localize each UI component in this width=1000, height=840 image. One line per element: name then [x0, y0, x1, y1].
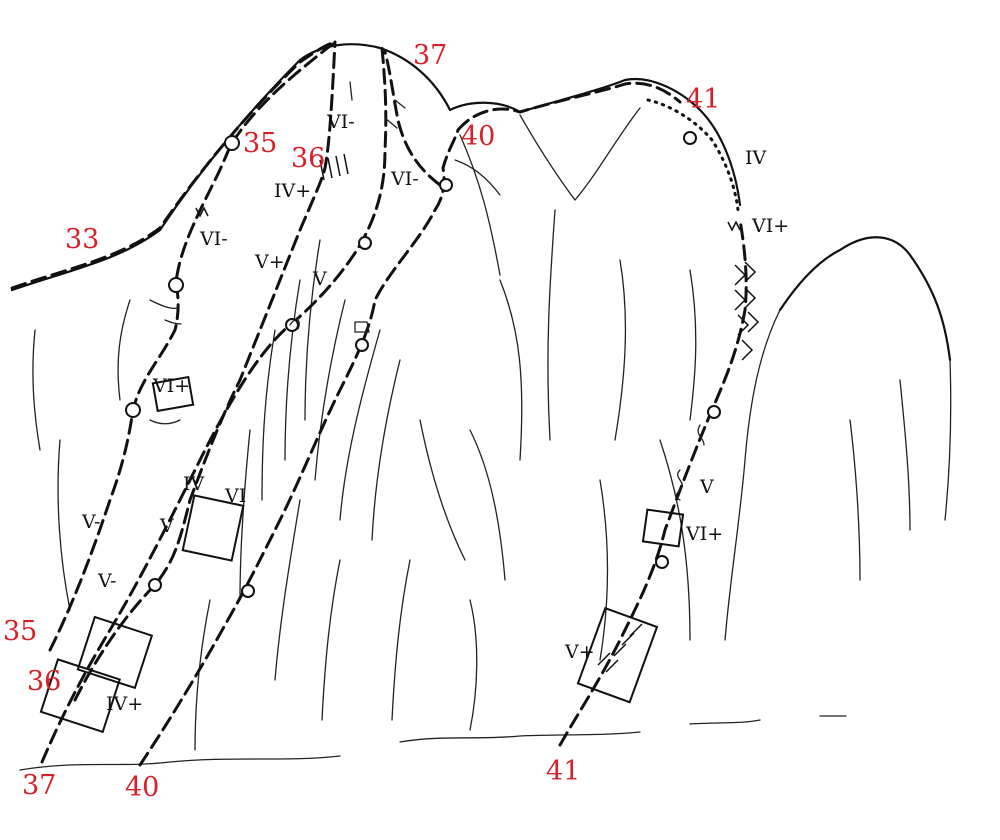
belay-station [355, 338, 369, 352]
belay-station [241, 584, 255, 598]
grade-label: VI+ [685, 523, 723, 545]
route-numbers: 33 35 36 37 40 41 35 36 37 40 41 [3, 40, 720, 803]
route-number-35-top: 35 [243, 128, 277, 159]
route-lines [10, 40, 748, 767]
rock-features [149, 81, 760, 673]
grade-label: VI- [199, 228, 228, 250]
crux-box [181, 494, 245, 562]
route-number-36-top: 36 [291, 143, 325, 174]
route-number-40-top: 40 [461, 121, 495, 152]
crux-box [76, 615, 154, 690]
grade-label: IV+ [274, 180, 311, 202]
route-33-line [10, 40, 337, 290]
route-number-35-base: 35 [3, 616, 37, 647]
route-41-dotted-top [646, 98, 740, 212]
grade-label: V [699, 476, 714, 498]
belay-station [707, 405, 721, 419]
route-number-37-top: 37 [413, 40, 447, 71]
belay-station [358, 236, 372, 250]
crux-box [151, 375, 195, 413]
route-number-33: 33 [65, 224, 99, 255]
belay-station [125, 402, 141, 418]
ground-line [19, 715, 847, 771]
grade-label: IV+ [106, 693, 143, 715]
route-37-line [40, 46, 388, 764]
rock-outline [10, 43, 952, 771]
belay-station [224, 135, 240, 151]
route-number-40-base: 40 [125, 772, 159, 803]
grade-label: V- [81, 511, 100, 533]
crux-box [39, 658, 121, 734]
grade-label: IV [183, 473, 205, 495]
main-buttress-outline [10, 43, 742, 292]
route-35-line [48, 40, 337, 652]
route-36-line [73, 40, 337, 702]
right-tower-outline [778, 236, 952, 362]
grade-label: V+ [254, 251, 285, 273]
grade-label: VI- [390, 168, 419, 190]
belay-station [439, 178, 453, 192]
route-number-36-base: 36 [27, 666, 61, 697]
grade-label: VI+ [751, 215, 789, 237]
belay-station [148, 578, 162, 592]
grade-label: V [159, 515, 174, 537]
grade-labels: VI- VI- IV+ VI- V+ V VI+ IV VI V V- V- I… [81, 111, 789, 715]
grade-label: V+ [564, 641, 595, 663]
belay-station [168, 277, 184, 293]
grade-label: VI [224, 485, 246, 507]
grade-label: V [312, 268, 327, 290]
route-41-line [558, 218, 748, 747]
route-number-37-base: 37 [22, 770, 56, 801]
crux-box [641, 508, 685, 548]
belay-stations [125, 131, 721, 598]
belay-station [285, 318, 299, 332]
route-number-41-top: 41 [686, 84, 720, 115]
route-number-41-base: 41 [546, 756, 580, 787]
grade-label: VI+ [152, 375, 190, 397]
grade-label: IV [745, 147, 767, 169]
belay-station [655, 555, 669, 569]
grade-label: VI- [326, 111, 355, 133]
crux-boxes [39, 375, 685, 734]
crux-box [576, 606, 659, 704]
route-40-line [138, 128, 460, 767]
belay-station [683, 131, 697, 145]
grade-label: V- [97, 570, 116, 592]
